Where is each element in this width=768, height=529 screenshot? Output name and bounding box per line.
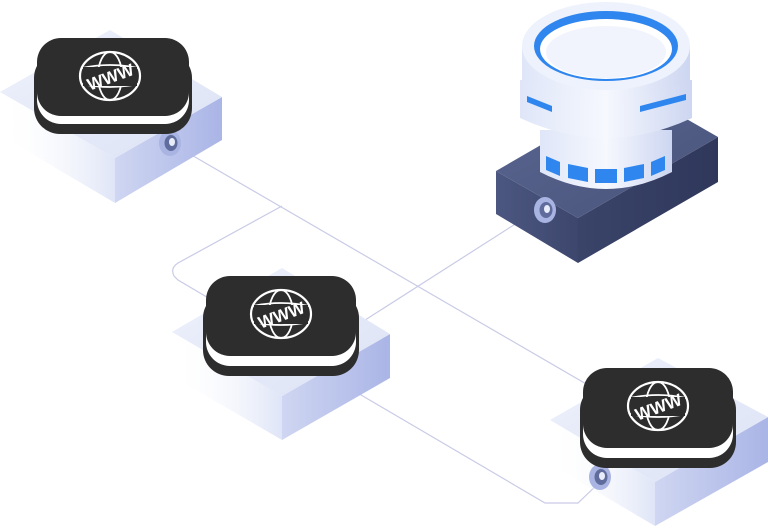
www-tile: WWW xyxy=(203,276,359,376)
web-node-top-left[interactable]: WWW xyxy=(0,30,222,203)
base-left-face xyxy=(0,92,115,203)
connection-lines xyxy=(172,149,603,504)
database-icon xyxy=(520,2,692,189)
web-node-bottom-right[interactable]: WWW xyxy=(550,358,768,526)
www-tile: WWW xyxy=(580,368,736,468)
base-right-face xyxy=(655,417,768,526)
port-icon xyxy=(159,130,181,156)
www-tile: WWW xyxy=(34,38,192,134)
port-icon xyxy=(589,464,611,490)
connection-line xyxy=(172,205,283,307)
server-right-face xyxy=(578,137,718,263)
base-right-face xyxy=(282,334,390,440)
web-node-center[interactable]: WWW xyxy=(172,268,390,440)
port-icon xyxy=(534,197,556,223)
connection-line xyxy=(355,391,603,504)
database-server[interactable] xyxy=(496,2,718,263)
base-left-face xyxy=(172,332,282,440)
connection-line xyxy=(361,206,543,323)
connection-line xyxy=(182,149,601,393)
